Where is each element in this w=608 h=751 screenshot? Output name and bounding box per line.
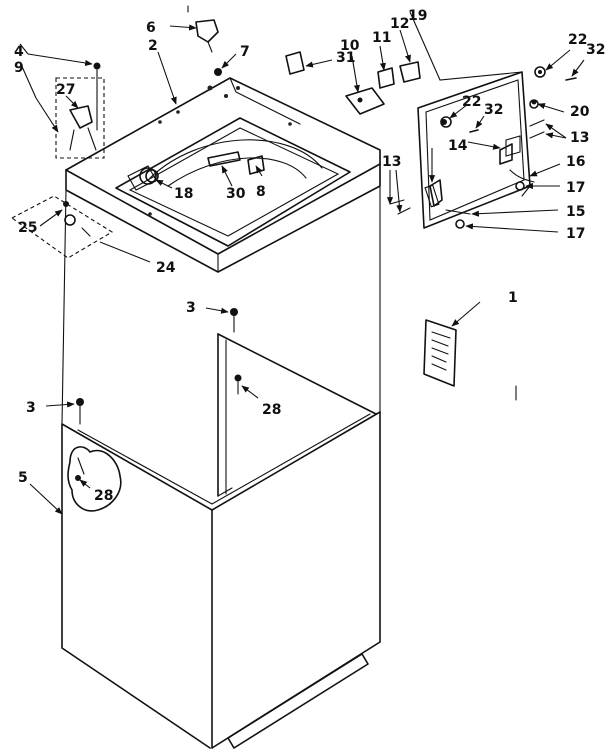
callout-6: 6	[146, 20, 156, 36]
callout-2: 2	[148, 38, 158, 54]
callout-19: 19	[408, 8, 427, 24]
callout-10: 10	[340, 38, 360, 54]
callout-13-left: 13	[382, 154, 401, 170]
callout-14: 14	[448, 138, 468, 154]
callout-32-right: 32	[586, 42, 605, 58]
callout-13-right: 13	[570, 130, 589, 146]
callout-28-frame: 28	[262, 402, 281, 418]
callout-3-top: 3	[186, 300, 196, 316]
callout-8: 8	[256, 184, 266, 200]
callout-20: 20	[570, 104, 590, 120]
callout-31: 31	[336, 50, 355, 66]
callout-7: 7	[240, 44, 250, 60]
callout-15: 15	[566, 204, 585, 220]
callout-18: 18	[174, 186, 193, 202]
callout-32-mid: 32	[484, 102, 503, 118]
callout-12: 12	[390, 16, 409, 32]
callout-17-lower: 17	[566, 226, 585, 242]
callout-1: 1	[508, 290, 518, 306]
leader-lines	[19, 11, 585, 515]
callout-22-mid: 22	[462, 94, 481, 110]
callout-27: 27	[56, 82, 75, 98]
callout-9: 9	[14, 60, 24, 76]
callout-28-cutaway: 28	[94, 488, 113, 504]
callout-11: 11	[372, 30, 391, 46]
callout-25: 25	[18, 220, 37, 236]
top-assembly	[65, 77, 381, 273]
callout-3-left: 3	[26, 400, 36, 416]
callout-16: 16	[566, 154, 585, 170]
small-parts	[10, 5, 577, 425]
callout-17-upper: 17	[566, 180, 585, 196]
callout-22-right: 22	[568, 32, 587, 48]
callout-5: 5	[18, 470, 28, 486]
callout-4: 4	[14, 44, 24, 60]
callout-labels: 1 2 3 3 4 5 6 7 8 9 10 11 12 13 13 14 15…	[14, 8, 605, 504]
callout-30: 30	[226, 186, 246, 202]
callout-24: 24	[156, 260, 176, 276]
cabinet	[61, 149, 381, 749]
